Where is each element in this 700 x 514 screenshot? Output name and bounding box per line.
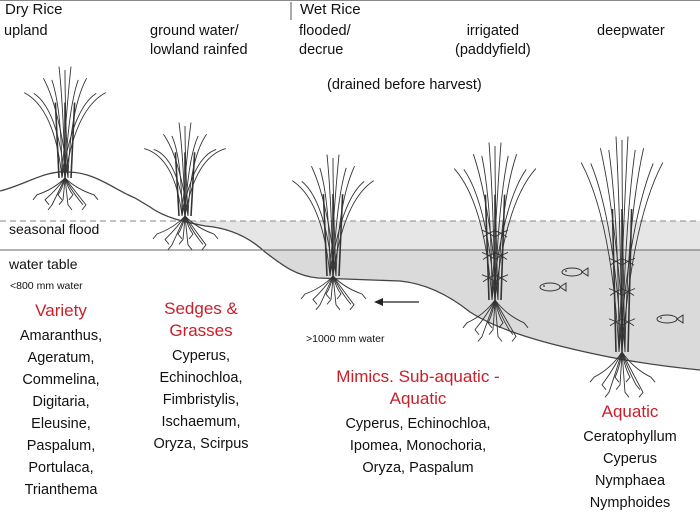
species-item: Digitaria, — [32, 394, 90, 410]
species-item: Portulaca, — [28, 460, 94, 476]
env-irrigated: irrigated (paddyfield) — [455, 23, 531, 58]
water-table-label: water table — [9, 256, 78, 272]
species-list: Cyperus, Echinochloa, Fimbristylis, Ischaem… — [140, 345, 262, 455]
ground-area — [0, 171, 700, 507]
weed-group-sedges: Sedges & Grasses Cyperus, Echinochloa, Fim… — [140, 298, 262, 455]
species-item: Eleusine, — [31, 416, 91, 432]
species-item: Cyperus, — [171, 348, 231, 364]
species-item: Cyperus, Echinochloa, — [345, 416, 491, 432]
dry-rice-heading: Dry Rice — [5, 1, 63, 18]
flow-arrow — [374, 298, 419, 306]
wet-rice-heading: Wet Rice — [300, 1, 361, 18]
species-item: Cyperus — [603, 451, 657, 467]
species-list: Amaranthus, Ageratum, Commelina, Digitaria,… — [4, 325, 118, 501]
species-item: Nymphoides — [589, 495, 671, 511]
fish-2 — [539, 282, 567, 292]
rice-plant-2 — [144, 122, 226, 251]
species-item: Ceratophyllum — [583, 429, 677, 445]
rice-plant-5 — [580, 136, 664, 398]
species-item: Fimbristylis, — [162, 392, 240, 408]
species-item: Paspalum, — [26, 438, 96, 454]
species-item: Echinochloa, — [159, 370, 243, 386]
species-item: Ageratum, — [27, 350, 95, 366]
weed-group-mimics: Mimics. Sub-aquatic - Aquatic Cyperus, E… — [322, 366, 514, 479]
species-item: Trianthema — [24, 482, 98, 498]
rice-plant-1 — [23, 66, 107, 211]
category-aquatic: Aquatic — [601, 402, 659, 421]
env-deepwater: deepwater — [597, 23, 665, 39]
species-item: Ipomea, Monochoria, — [349, 438, 487, 454]
species-item: Amaranthus, — [19, 328, 103, 344]
fish-1 — [561, 267, 589, 277]
rice-plant-3 — [291, 154, 375, 311]
rice-plant-4 — [453, 142, 537, 342]
high-water-label: >1000 mm water — [306, 333, 385, 345]
category-variety: Variety — [35, 301, 87, 320]
weed-group-variety: Variety Amaranthus, Ageratum, Commelina, Di… — [4, 300, 118, 501]
species-list: Cyperus, Echinochloa, Ipomea, Monochoria,… — [322, 413, 514, 479]
drained-note: (drained before harvest) — [327, 77, 482, 93]
species-item: Oryza, Scirpus — [153, 436, 249, 452]
category-mimics: Mimics. Sub-aquatic - Aquatic — [336, 367, 500, 408]
species-item: Commelina, — [22, 372, 100, 388]
category-sedges-grasses: Sedges & Grasses — [164, 299, 238, 340]
env-ground-water: ground water/ lowland rainfed — [150, 23, 248, 58]
env-flooded: flooded/ decrue — [299, 23, 351, 58]
seasonal-flood-label: seasonal flood — [9, 221, 100, 237]
fish-3 — [656, 314, 684, 324]
terrain-line — [0, 171, 700, 371]
species-item: Ischaemum, — [161, 414, 241, 430]
env-upland: upland — [4, 23, 48, 39]
species-item: Nymphaea — [594, 473, 666, 489]
low-water-label: <800 mm water — [10, 280, 83, 292]
species-item: Oryza, Paspalum — [362, 460, 474, 476]
